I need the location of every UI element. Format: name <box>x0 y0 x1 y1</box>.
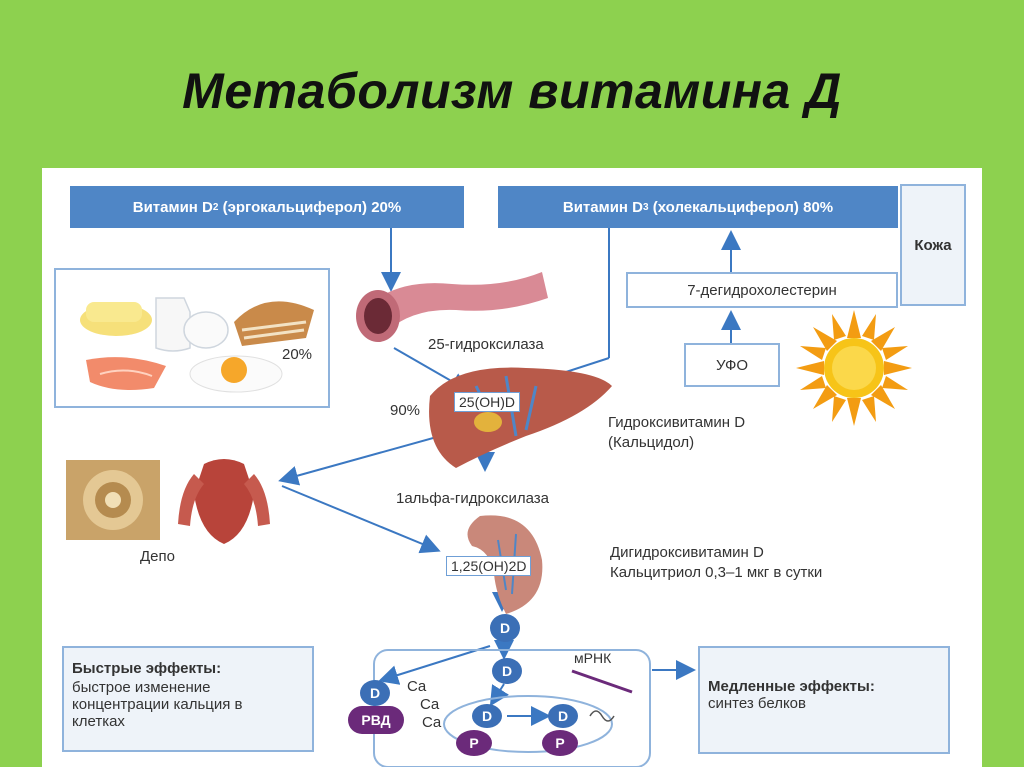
slow-effects-heading: Медленные эффекты: <box>708 678 875 695</box>
ca-label-2: Ca <box>420 696 440 713</box>
vitamin-d3-subscript: 3 <box>642 201 649 213</box>
page-title: Метаболизм витамина Д <box>182 63 842 119</box>
hydroxylase-25-label: 25-гидроксилаза <box>428 336 544 353</box>
slow-effects-box: Медленные эффекты: синтез белков <box>698 646 950 754</box>
rvd-receptor: РВД <box>348 706 404 734</box>
fast-effects-line3: клетках <box>72 713 125 730</box>
calcitriol-label: Кальцитриол 0,3–1 мкг в сутки <box>610 564 823 581</box>
ufo-box: УФО <box>684 343 780 387</box>
hydroxyvitamin-label: Гидроксивитамин D <box>608 414 746 431</box>
dihydroxy-label: Дигидроксивитамин D <box>610 544 764 561</box>
fast-effects-line1: быстрое изменение <box>72 679 211 696</box>
food-sources-box: 20% <box>54 268 330 408</box>
sun-icon <box>784 308 924 428</box>
food-illustration <box>80 297 314 393</box>
fast-effects-heading: Быстрые эффекты: <box>72 660 222 677</box>
liver-illustration <box>416 356 616 476</box>
vitamin-d2-subscript: 2 <box>212 201 219 213</box>
skin-label: Кожа <box>914 236 952 254</box>
ca-label-1: Ca <box>407 678 427 695</box>
slow-effects-line1: синтез белков <box>708 695 806 712</box>
skin-box: Кожа <box>900 184 966 306</box>
d-molecule-kidney: D <box>490 614 520 642</box>
d-molecule-nucleus-2: D <box>548 704 578 728</box>
diagram-arrows <box>278 228 741 767</box>
vitamin-d3-prefix: Витамин D <box>562 198 643 216</box>
depot-label: Депо <box>140 548 175 565</box>
ufo-label: УФО <box>715 356 749 374</box>
calcidol-label: (Кальцидол) <box>608 434 695 451</box>
fast-effects-box: Быстрые эффекты: быстрое изменение конце… <box>62 646 314 752</box>
alpha-hydroxylase-label: 1альфа-гидроксилаза <box>396 490 549 507</box>
ca-label-3: Ca <box>422 714 442 731</box>
oh25d-tag: 25(OH)D <box>454 392 521 412</box>
d-molecule-left: D <box>360 680 390 706</box>
mrna-label: мРНК <box>574 650 612 666</box>
p-molecule-2: P <box>542 730 578 756</box>
oh125d-tag: 1,25(OH)2D <box>446 556 532 576</box>
vitamin-d2-prefix: Витамин D <box>132 198 213 216</box>
dehydrocholesterol-box: 7-дегидрохолестерин <box>626 272 898 308</box>
food-percent: 20% <box>282 346 313 363</box>
vitamin-d3-suffix: (холекальциферол) 80% <box>648 198 834 216</box>
intestine-illustration <box>352 264 552 344</box>
vitamin-d2-suffix: (эргокальциферол) 20% <box>218 198 402 216</box>
dehydrocholesterol-label: 7-дегидрохолестерин <box>687 281 837 299</box>
p-molecule-1: P <box>456 730 492 756</box>
liver-percent: 90% <box>390 402 421 419</box>
muscle-illustration <box>174 454 274 546</box>
bone-illustration <box>66 460 160 540</box>
d-molecule-cell: D <box>492 658 522 684</box>
d-molecule-nucleus-1: D <box>472 704 502 728</box>
fast-effects-line2: концентрации кальция в <box>72 696 243 713</box>
